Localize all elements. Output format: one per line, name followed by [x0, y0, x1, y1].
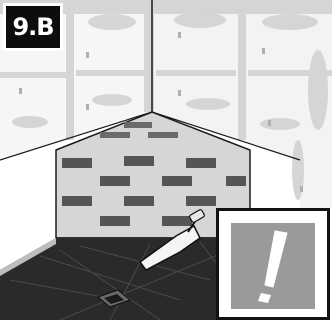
warning-panel — [231, 223, 315, 309]
warning-box — [216, 208, 330, 320]
step-label: 9.B — [6, 6, 60, 48]
step-badge: 9.B — [3, 3, 63, 51]
exclamation-icon — [231, 223, 315, 309]
